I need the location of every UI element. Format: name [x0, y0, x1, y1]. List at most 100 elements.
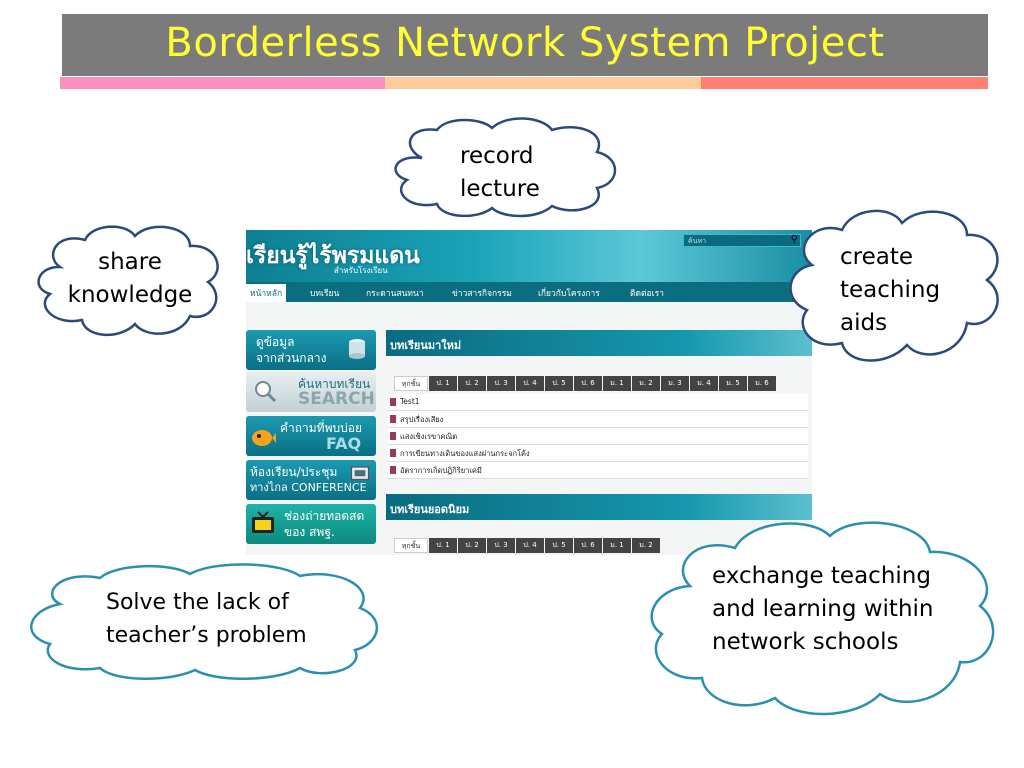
side-button-label: SEARCH [298, 389, 375, 409]
popular-lessons-header: บทเรียนยอดนิยม [386, 494, 812, 520]
title-bar: Borderless Network System Project [62, 14, 988, 76]
cloud-text-line: network schools [712, 629, 899, 655]
website-screenshot: เรียนรู้ไร้พรมแดน สำหรับโรงเรียน ค้นหา ⚲… [246, 230, 812, 555]
grade-tab[interactable]: ม. 2 [632, 538, 660, 553]
side-button-label: คำถามที่พบบ่อย [280, 421, 362, 435]
lesson-title: สรุปเรื่องเสียง [400, 415, 444, 424]
cloud-shape [394, 117, 617, 218]
popular-lessons-title: บทเรียนยอดนิยม [390, 503, 470, 516]
nav-item-news[interactable]: ข่าวสารกิจกรรม [452, 289, 512, 299]
cloud-text-line: and learning within [712, 596, 934, 622]
site-search-placeholder: ค้นหา [688, 237, 707, 245]
lesson-title: การเขียนทางเดินของแสงผ่านกระจกโค้ง [400, 449, 530, 458]
cloud-text-line: share [98, 249, 162, 275]
grade-tab[interactable]: ป. 5 [545, 538, 573, 553]
lesson-title: อัตราการเกิดปฏิกิริยาเคมี [400, 466, 482, 475]
grade-tab[interactable]: ป. 1 [429, 376, 457, 391]
side-button-label: FAQ [326, 434, 362, 453]
accent-stripe-peach [385, 77, 701, 89]
search-icon[interactable]: ⚲ [790, 234, 798, 245]
slide-title: Borderless Network System Project [165, 20, 885, 66]
side-button-label: ดูข้อมูล [256, 335, 295, 349]
lesson-item[interactable]: สรุปเรื่องเสียง [388, 411, 808, 428]
grade-tab[interactable]: ม. 2 [632, 376, 660, 391]
cloud-share-knowledge: share knowledge [30, 222, 230, 340]
cloud-text-line: knowledge [67, 282, 193, 308]
grade-tab[interactable]: ม. 6 [748, 376, 776, 391]
lesson-title: แสงเชิงเรขาคณิต [400, 432, 458, 441]
lesson-title: Test1 [400, 397, 420, 406]
side-button-faq[interactable]: คำถามที่พบบ่อย FAQ [246, 416, 376, 456]
nav-item-home[interactable]: หน้าหลัก [246, 284, 287, 302]
lesson-item[interactable]: การเขียนทางเดินของแสงผ่านกระจกโค้ง [388, 445, 808, 462]
grade-tab[interactable]: ม. 4 [690, 376, 718, 391]
cloud-text-line: aids [840, 310, 888, 336]
site-nav: หน้าหลัก บทเรียน กระดานสนทนา ข่าวสารกิจก… [246, 282, 812, 302]
side-button-search[interactable]: ค้นหาบทเรียน SEARCH [246, 372, 376, 412]
side-button-label: จากส่วนกลาง [256, 351, 327, 365]
fish-icon [252, 430, 276, 446]
cloud-text-line: Solve the lack of [106, 590, 289, 615]
cloud-text-line: teaching [840, 277, 941, 303]
accent-stripe-salmon [701, 77, 988, 89]
nav-item-about[interactable]: เกี่ยวกับโครงการ [538, 289, 600, 299]
cloud-create-teaching-aids: create teaching aids [782, 205, 1012, 375]
grade-tab[interactable]: ม. 5 [719, 376, 747, 391]
side-button-conference[interactable]: ห้องเรียน/ประชุม ทางไกล CONFERENCE [246, 460, 376, 500]
grade-tab[interactable]: ป. 6 [574, 376, 602, 391]
grade-tab[interactable]: ทุกชั้น [394, 376, 428, 391]
lesson-item[interactable]: Test1 [388, 394, 808, 411]
nav-item-contact[interactable]: ติดต่อเรา [630, 289, 664, 299]
book-icon [390, 449, 396, 457]
site-logo: เรียนรู้ไร้พรมแดน [246, 243, 420, 269]
book-icon [390, 466, 396, 474]
new-lessons-title: บทเรียนมาใหม่ [390, 339, 462, 352]
book-icon [390, 415, 396, 423]
book-icon [390, 432, 396, 440]
side-button-live-broadcast[interactable]: ช่องถ่ายทอดสด ของ สพฐ. [246, 504, 376, 544]
side-button-label: ค้นหาบทเรียน [298, 377, 371, 391]
grade-tab[interactable]: ป. 5 [545, 376, 573, 391]
cloud-text-line: record [460, 143, 534, 169]
grade-tab[interactable]: ทุกชั้น [394, 538, 428, 553]
cloud-shape [650, 521, 995, 716]
grade-tab[interactable]: ป. 3 [487, 376, 515, 391]
site-search-input[interactable]: ค้นหา ⚲ [683, 234, 801, 247]
site-banner: เรียนรู้ไร้พรมแดน สำหรับโรงเรียน ค้นหา ⚲ [246, 230, 812, 282]
grade-tab[interactable]: ม. 3 [661, 376, 689, 391]
side-button-label: ช่องถ่ายทอดสด [284, 509, 365, 523]
cloud-text-line: teacher’s problem [106, 623, 307, 648]
side-button-label: ห้องเรียน/ประชุม [250, 465, 338, 479]
cloud-shape [30, 563, 379, 680]
grade-tab[interactable]: ป. 6 [574, 538, 602, 553]
cloud-shape [37, 225, 219, 337]
video-conference-icon [350, 466, 370, 480]
lesson-item[interactable]: แสงเชิงเรขาคณิต [388, 428, 808, 445]
grade-tab[interactable]: ป. 1 [429, 538, 457, 553]
grade-tab[interactable]: ป. 2 [458, 376, 486, 391]
cloud-solve-teacher-lack: Solve the lack of teacher’s problem [20, 563, 386, 680]
tv-icon [252, 511, 274, 533]
cloud-text-line: lecture [460, 176, 540, 202]
cloud-exchange-teaching: exchange teaching and learning within ne… [640, 516, 1006, 720]
site-logo-subtitle: สำหรับโรงเรียน [334, 266, 388, 275]
database-icon [349, 339, 365, 359]
grade-tab[interactable]: ม. 1 [603, 538, 631, 553]
nav-item-forum[interactable]: กระดานสนทนา [366, 289, 424, 299]
accent-stripe-pink [60, 77, 385, 89]
grade-tab[interactable]: ป. 4 [516, 538, 544, 553]
grade-tab[interactable]: ป. 2 [458, 538, 486, 553]
side-button-label: ของ สพฐ. [284, 525, 335, 539]
side-button-label: ทางไกล CONFERENCE [250, 481, 367, 494]
side-button-central-data[interactable]: ดูข้อมูล จากส่วนกลาง [246, 330, 376, 370]
nav-item-lessons[interactable]: บทเรียน [310, 289, 340, 299]
magnifier-icon [255, 381, 277, 403]
cloud-text-line: exchange teaching [712, 563, 931, 589]
new-lessons-header: บทเรียนมาใหม่ [386, 330, 812, 356]
grade-tab[interactable]: ม. 1 [603, 376, 631, 391]
lesson-item[interactable]: อัตราการเกิดปฏิกิริยาเคมี [388, 462, 808, 479]
grade-tab[interactable]: ป. 3 [487, 538, 515, 553]
grade-tab[interactable]: ป. 4 [516, 376, 544, 391]
